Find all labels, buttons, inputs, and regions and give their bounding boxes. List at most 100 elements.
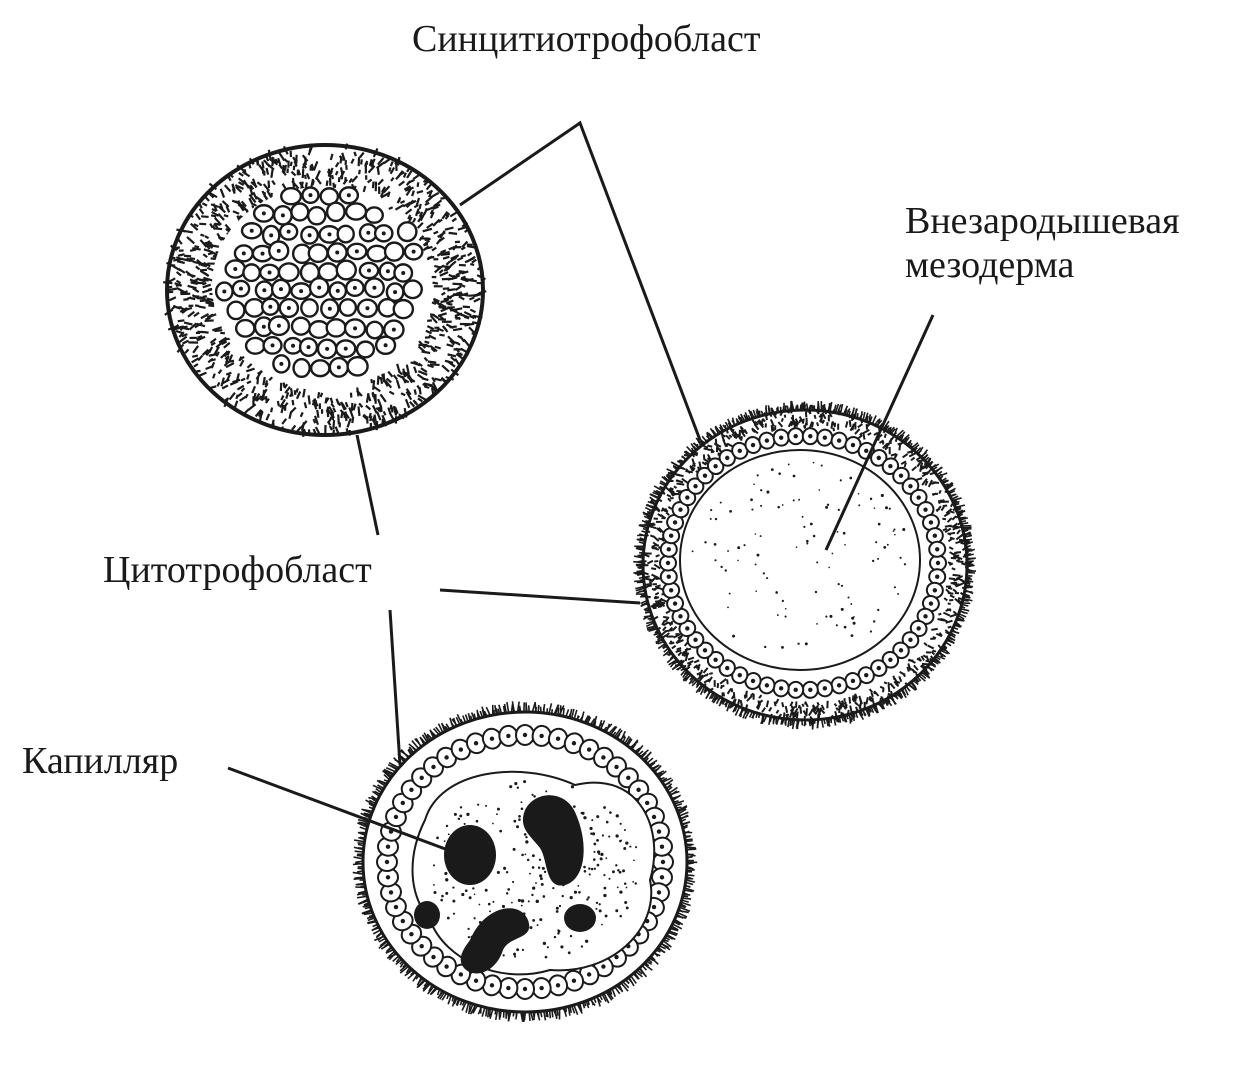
nucleus <box>269 233 274 238</box>
nucleus <box>836 438 842 443</box>
hatch-stroke <box>248 157 255 165</box>
nucleus <box>666 574 671 579</box>
cell <box>306 206 327 226</box>
hatch-stroke <box>878 439 885 444</box>
hatch-stroke <box>210 341 216 347</box>
nucleus <box>336 365 341 370</box>
hatch-stroke <box>175 330 183 334</box>
stipple-dot <box>540 882 544 886</box>
stipple-dot <box>545 790 548 793</box>
hatch-stroke <box>393 406 399 415</box>
hatch-stroke <box>303 174 307 180</box>
hatch-stroke <box>660 598 668 603</box>
nucleus <box>366 230 371 235</box>
hatch-stroke <box>324 397 330 404</box>
hatch-stroke <box>429 209 434 215</box>
hatch-stroke <box>382 377 389 387</box>
hatch-stroke <box>183 326 190 331</box>
stipple-dot <box>837 583 840 586</box>
hatch-stroke <box>303 156 307 166</box>
nucleus <box>385 269 390 274</box>
hatch-stroke <box>175 271 182 277</box>
stipple-dot <box>598 903 601 906</box>
hatch-stroke <box>176 343 185 354</box>
stipple-dot <box>766 490 770 494</box>
nucleus <box>864 673 869 678</box>
hatch-stroke <box>849 426 854 432</box>
hatch-stroke <box>942 504 948 508</box>
hatch-stroke <box>191 357 200 364</box>
nucleus <box>764 683 770 688</box>
hatch-stroke <box>254 393 261 402</box>
nucleus <box>601 964 606 969</box>
stipple-dot <box>825 615 828 618</box>
hatch-stroke <box>773 701 777 707</box>
nucleus <box>308 193 313 198</box>
stipple-dot <box>591 819 594 822</box>
hatch-stroke <box>946 517 953 523</box>
nucleus <box>522 732 528 738</box>
hatch-stroke <box>379 376 384 385</box>
hatch-stroke <box>183 290 189 295</box>
hatch-stroke <box>189 257 196 261</box>
hatch-stroke <box>447 288 456 292</box>
hatch-stroke <box>851 414 856 419</box>
hatch-stroke <box>700 443 709 449</box>
hatch-stroke <box>938 489 942 495</box>
hatch-stroke <box>857 434 863 440</box>
hatch-stroke <box>677 466 685 470</box>
stipple-dot <box>629 845 632 848</box>
nucleus <box>672 520 678 525</box>
hatch-stroke <box>848 420 852 428</box>
hatch-stroke <box>816 422 820 427</box>
cell <box>244 336 266 355</box>
stipple-dot <box>467 927 470 930</box>
stipple-dot <box>620 839 623 842</box>
hatch-stroke <box>820 704 825 711</box>
hatch-stroke <box>281 164 285 173</box>
hatch-stroke <box>376 375 380 385</box>
stipple-dot <box>598 909 602 913</box>
hatch-stroke <box>426 189 434 195</box>
hatch-stroke <box>463 310 472 317</box>
hatch-stroke <box>784 705 789 713</box>
hatch-stroke <box>964 555 968 559</box>
hatch-stroke <box>177 319 185 323</box>
hatch-stroke <box>398 413 405 420</box>
hatch-stroke <box>661 634 667 639</box>
hatch-stroke <box>894 453 898 458</box>
hatch-stroke <box>445 299 454 305</box>
hatch-stroke <box>421 377 429 382</box>
hatch-stroke <box>218 205 226 214</box>
tertiary-villus <box>352 701 698 1022</box>
hatch-stroke <box>695 663 701 670</box>
hatch-stroke <box>951 515 957 521</box>
leader-cytotrophoblast-v2 <box>439 588 641 605</box>
stipple-dot <box>590 867 594 871</box>
hatch-stroke <box>418 203 422 210</box>
hatch-stroke <box>790 705 795 712</box>
hatch-stroke <box>403 185 412 191</box>
cell <box>243 297 265 318</box>
stipple-dot <box>546 946 549 949</box>
hatch-stroke <box>960 578 966 584</box>
cytotrophoblast-core <box>214 186 424 379</box>
hatch-stroke <box>652 535 660 542</box>
stipple-dot <box>475 819 479 823</box>
stipple-dot <box>485 804 488 807</box>
hatch-stroke <box>173 246 180 250</box>
hatch-stroke <box>197 334 203 339</box>
nucleus <box>822 435 828 440</box>
nucleus <box>393 904 399 910</box>
nucleus <box>306 345 311 350</box>
stipple-dot <box>478 903 481 906</box>
hatch-stroke <box>723 699 730 706</box>
hatch-stroke <box>255 395 263 402</box>
hatch-stroke <box>188 213 194 218</box>
hatch-stroke <box>643 575 650 579</box>
stipple-dot <box>496 813 498 816</box>
hatch-stroke <box>455 271 463 277</box>
stipple-dot <box>762 572 765 575</box>
blood-vessel <box>414 901 440 929</box>
hatch-stroke <box>208 182 218 191</box>
